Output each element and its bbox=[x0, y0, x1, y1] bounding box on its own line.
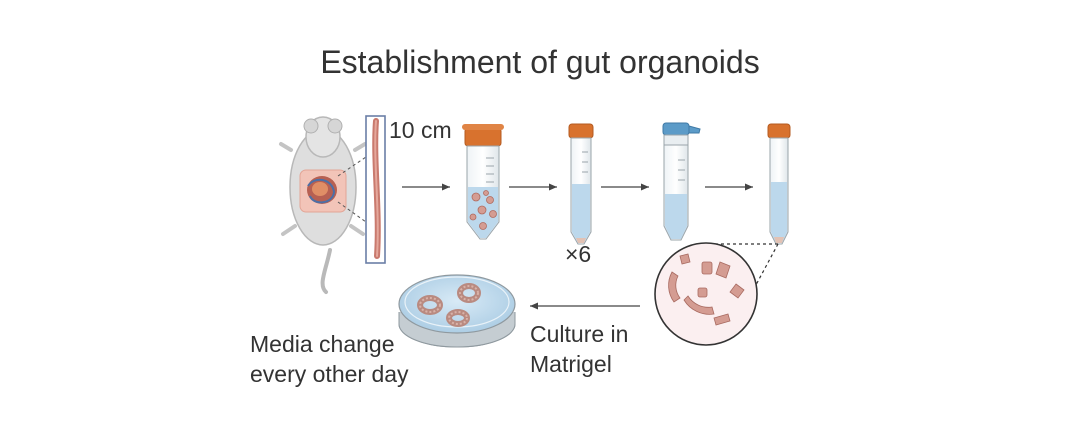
length-label: 10 cm bbox=[389, 117, 452, 143]
flip-cap-tube-icon bbox=[662, 122, 701, 241]
media-label-line2: every other day bbox=[250, 361, 409, 387]
petri-dish-icon bbox=[398, 274, 516, 348]
figure-title: Establishment of gut organoids bbox=[320, 44, 760, 80]
culture-label-line1: Culture in bbox=[530, 321, 629, 347]
media-label-line1: Media change bbox=[250, 331, 395, 357]
crypt-fragments-magnified-icon bbox=[654, 242, 758, 346]
intestine-segment-icon bbox=[365, 115, 386, 264]
pellet-tube-icon bbox=[767, 123, 791, 245]
small-tube-icon bbox=[568, 123, 594, 245]
mouse-icon bbox=[279, 116, 367, 294]
conical-tube-icon bbox=[462, 124, 504, 240]
repeat-label: ×6 bbox=[565, 241, 592, 267]
culture-label-line2: Matrigel bbox=[530, 351, 612, 377]
